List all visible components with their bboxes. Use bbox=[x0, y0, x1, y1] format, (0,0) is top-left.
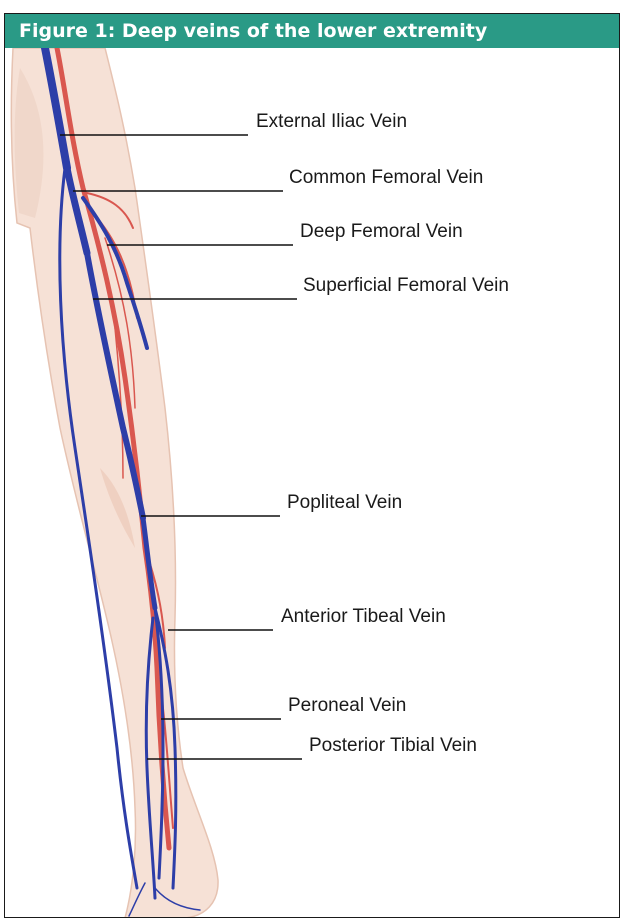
label-external-iliac-vein: External Iliac Vein bbox=[256, 111, 407, 133]
label-anterior-tibeal-vein: Anterior Tibeal Vein bbox=[281, 606, 446, 628]
label-posterior-tibial-vein: Posterior Tibial Vein bbox=[309, 735, 477, 757]
figure-frame: Figure 1: Deep veins of the lower extrem… bbox=[4, 13, 620, 918]
leg-skin bbox=[11, 48, 218, 918]
label-peroneal-vein: Peroneal Vein bbox=[288, 695, 406, 717]
label-popliteal-vein: Popliteal Vein bbox=[287, 492, 402, 514]
label-deep-femoral-vein: Deep Femoral Vein bbox=[300, 221, 463, 243]
label-common-femoral-vein: Common Femoral Vein bbox=[289, 167, 483, 189]
label-superficial-femoral-vein: Superficial Femoral Vein bbox=[303, 275, 509, 297]
figure-title: Figure 1: Deep veins of the lower extrem… bbox=[5, 14, 619, 48]
